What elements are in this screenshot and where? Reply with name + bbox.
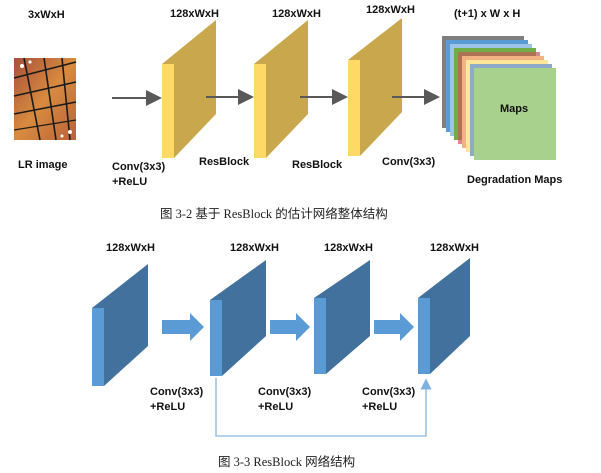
- layer-2-dim: 128xWxH: [230, 242, 279, 254]
- conv-label-1: Conv(3x3): [112, 161, 166, 173]
- feature-block-3: [348, 18, 402, 156]
- resblock-layer-4: [418, 258, 470, 374]
- layer-4-dim: 128xWxH: [430, 242, 479, 254]
- flow-arrow-5: [162, 313, 204, 341]
- input-image-label: LR image: [18, 159, 68, 171]
- conv-label-3: Conv(3x3): [150, 386, 204, 398]
- conv-label-5: Conv(3x3): [362, 386, 416, 398]
- degradation-maps-stack: [442, 36, 556, 160]
- lr-image: [13, 57, 77, 141]
- layer-3-dim: 128xWxH: [324, 242, 373, 254]
- degradation-maps-label: Degradation Maps: [467, 174, 562, 186]
- block-1-dim: 128xWxH: [170, 8, 219, 20]
- figure-1: 3xWxH LR image Conv(3x3) +ReLU 128xWxH R…: [13, 4, 562, 221]
- conv-label-4: Conv(3x3): [258, 386, 312, 398]
- relu-label-3: +ReLU: [258, 401, 293, 413]
- skip-connection: [215, 378, 432, 437]
- input-dim-label: 3xWxH: [28, 9, 65, 21]
- resblock-label-2: ResBlock: [292, 159, 343, 171]
- block-3-dim: 128xWxH: [366, 4, 415, 16]
- figure-1-caption: 图 3-2 基于 ResBlock 的估计网络整体结构: [160, 206, 388, 221]
- output-dim-label: (t+1) x W x H: [454, 8, 520, 20]
- conv-label-2: Conv(3x3): [382, 156, 436, 168]
- resblock-layer-1: [92, 264, 148, 386]
- block-2-dim: 128xWxH: [272, 8, 321, 20]
- maps-label: Maps: [500, 103, 528, 115]
- feature-block-1: [162, 20, 216, 158]
- flow-arrow-6: [270, 313, 310, 341]
- figure-2-caption: 图 3-3 ResBlock 网络结构: [218, 454, 355, 469]
- layer-1-dim: 128xWxH: [106, 242, 155, 254]
- relu-label-4: +ReLU: [362, 401, 397, 413]
- flow-arrow-7: [374, 313, 414, 341]
- figure-2: 128xWxH 128xWxH Conv(3x3) +ReLU 128xWxH …: [92, 242, 479, 469]
- relu-label-1: +ReLU: [112, 176, 147, 188]
- resblock-layer-2: [210, 260, 266, 376]
- feature-block-2: [254, 20, 308, 158]
- resblock-layer-3: [314, 260, 370, 374]
- resblock-label-1: ResBlock: [199, 156, 250, 168]
- relu-label-2: +ReLU: [150, 401, 185, 413]
